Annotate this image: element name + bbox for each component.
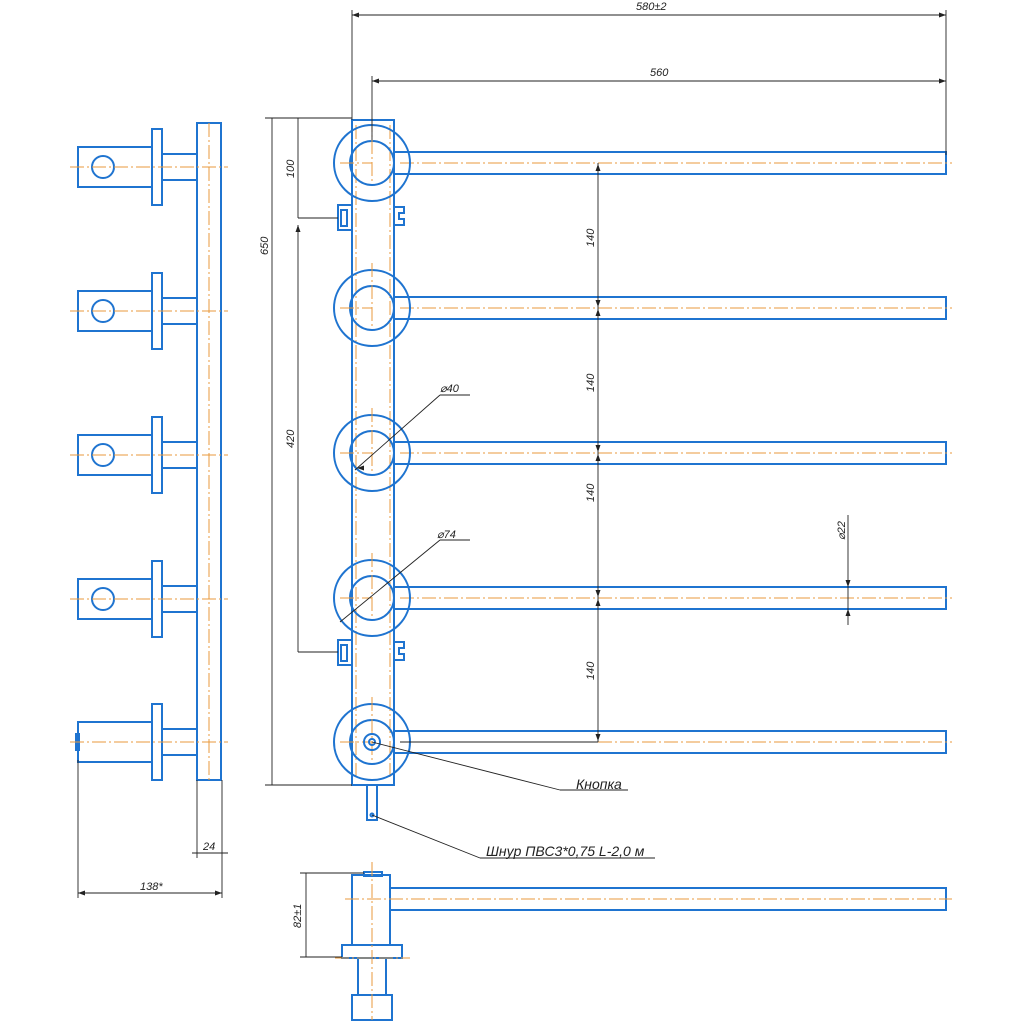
- dim-arm-diameter: ⌀22: [836, 521, 848, 540]
- dim-total-height: 650: [259, 236, 271, 255]
- arrowhead: [595, 445, 601, 452]
- bracket-slot: [340, 209, 348, 227]
- arrowhead: [595, 590, 601, 597]
- bottom-button: [363, 871, 383, 877]
- leader-cord: [371, 814, 481, 859]
- arrowhead: [595, 164, 601, 171]
- leader-hub-outer: [339, 539, 441, 623]
- arrowhead: [295, 225, 301, 232]
- button-icon: [363, 733, 381, 751]
- dim-arm-spacing-2: 140: [585, 373, 597, 392]
- bracket-slot: [340, 644, 348, 662]
- callout-cord: Шнур ПВС3*0,75 L-2,0 м: [486, 843, 645, 859]
- dim-hub-outer-diameter: ⌀74: [437, 529, 456, 541]
- dim-arm-spacing-3: 140: [585, 483, 597, 502]
- arrowhead: [595, 734, 601, 741]
- dim-arm-spacing-1: 140: [585, 228, 597, 247]
- dim-arm-spacing-4: 140: [585, 661, 597, 680]
- arrowhead: [215, 890, 222, 896]
- arrowhead: [595, 300, 601, 307]
- dim-side-depth: 138*: [140, 881, 163, 893]
- arrowhead: [595, 454, 601, 461]
- bottom-body: [351, 874, 391, 946]
- arrowhead: [372, 78, 379, 84]
- dim-hub-inner-diameter: ⌀40: [440, 383, 460, 395]
- arrowhead: [595, 599, 601, 606]
- cord-end: [369, 812, 375, 818]
- dim-bracket-spacing: 420: [285, 429, 297, 448]
- arrowhead: [845, 580, 851, 587]
- dim-plate-thickness: 24: [202, 841, 215, 853]
- leader-button: [371, 741, 561, 791]
- dim-bottom-height: 82±1: [292, 904, 304, 928]
- wall-bracket-left: [337, 204, 352, 231]
- cord-stub: [366, 784, 378, 821]
- arrowhead: [939, 12, 946, 18]
- dim-arm-length: 560: [650, 67, 669, 79]
- button-center: [368, 738, 376, 746]
- wall-bracket-right: [394, 641, 405, 661]
- wall-bracket-right: [394, 206, 405, 226]
- callout-button: Кнопка: [576, 776, 622, 792]
- arrowhead: [78, 890, 85, 896]
- drawing-geometry: [70, 10, 952, 1021]
- dim-overall-length: 580±2: [636, 1, 667, 13]
- arrowhead: [352, 12, 359, 18]
- arrowhead: [357, 465, 364, 471]
- dim-top-offset: 100: [285, 159, 297, 178]
- wall-bracket-left: [337, 639, 352, 666]
- arrowhead: [595, 309, 601, 316]
- arrowhead: [845, 609, 851, 616]
- arrowhead: [939, 78, 946, 84]
- leader-hub-inner: [354, 394, 441, 471]
